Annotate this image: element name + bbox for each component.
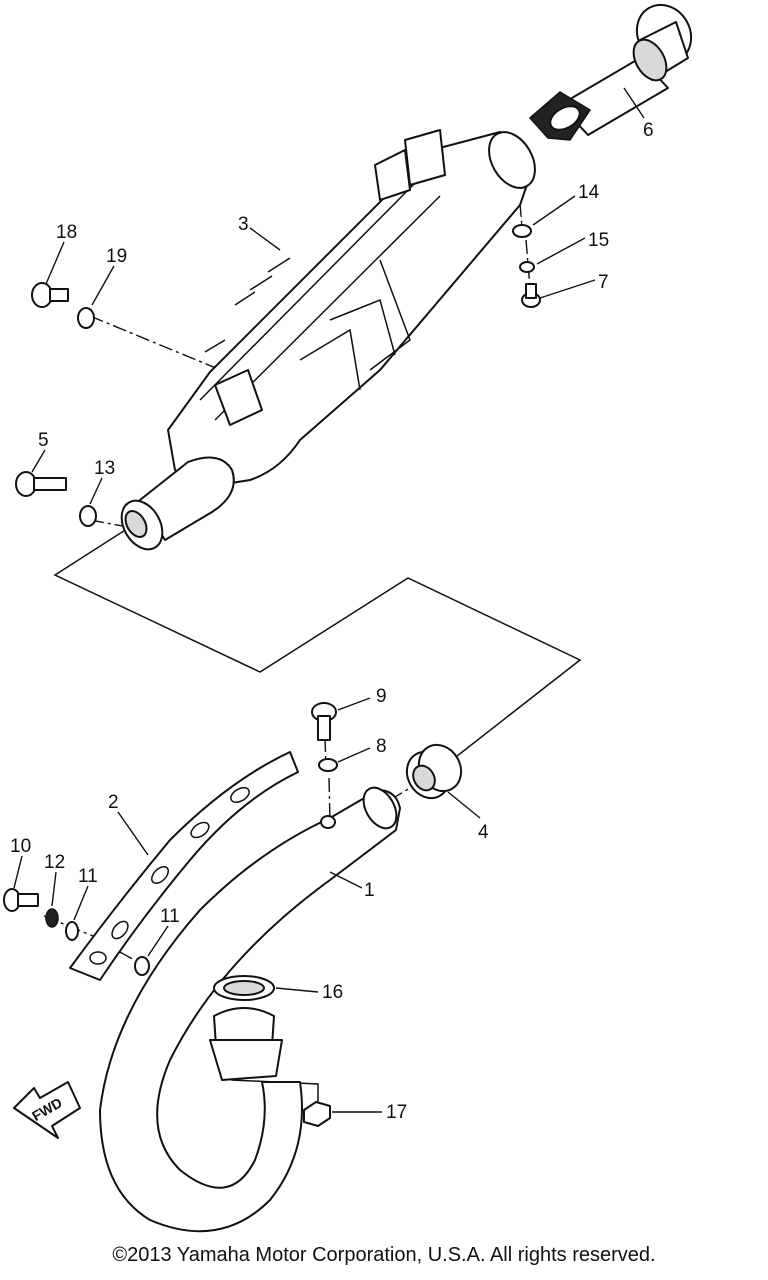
bolt-part-9 — [311, 702, 337, 741]
tailpipe-part-6 — [528, 3, 693, 141]
bolt-part-18 — [31, 282, 69, 308]
bolt-part-7 — [521, 283, 541, 308]
washer-part-11b — [134, 956, 150, 976]
callout-11a: 11 — [78, 866, 98, 887]
exhaust-flange — [209, 1007, 283, 1081]
washer-part-11a — [65, 921, 79, 941]
callout-8: 8 — [376, 736, 387, 757]
nut-part-12 — [45, 908, 59, 928]
muffler-part-3 — [120, 129, 536, 551]
joint-part-4 — [405, 743, 463, 800]
callout-12: 12 — [44, 852, 65, 873]
callout-1: 1 — [364, 880, 375, 901]
callout-9: 9 — [376, 686, 387, 707]
callout-labels: 6 3 18 19 14 15 7 5 13 9 8 4 2 1 10 12 1… — [10, 120, 654, 1123]
hardware — [3, 224, 541, 1127]
callout-15: 15 — [588, 230, 609, 251]
washer-part-13 — [79, 505, 97, 527]
callout-17: 17 — [386, 1102, 407, 1123]
bolt-part-5 — [15, 471, 67, 497]
callout-13: 13 — [94, 458, 115, 479]
protector-part-2 — [69, 751, 299, 981]
gasket-part-16 — [213, 975, 275, 1001]
callout-3: 3 — [238, 214, 249, 235]
callout-6: 6 — [643, 120, 654, 141]
callout-4: 4 — [478, 822, 489, 843]
washer-part-15 — [519, 261, 535, 273]
exhaust-pipe-part-1 — [99, 786, 401, 1233]
callout-7: 7 — [598, 272, 609, 293]
callout-18: 18 — [56, 222, 77, 243]
bolt-part-10 — [3, 888, 39, 912]
callout-leaders — [13, 87, 645, 1113]
washer-part-19 — [77, 307, 95, 329]
callout-14: 14 — [578, 182, 600, 203]
callout-2: 2 — [108, 792, 119, 813]
fwd-arrow-icon: FWD — [13, 1081, 81, 1139]
washer-part-8 — [318, 758, 338, 772]
callout-10: 10 — [10, 836, 31, 857]
nut-part-17 — [303, 1101, 331, 1127]
callout-11b: 11 — [160, 906, 180, 927]
copyright-notice: ©2013 Yamaha Motor Corporation, U.S.A. A… — [112, 1244, 656, 1266]
callout-16: 16 — [322, 982, 343, 1003]
callout-19: 19 — [106, 246, 127, 267]
washer-part-14 — [512, 224, 532, 238]
callout-5: 5 — [38, 430, 49, 451]
